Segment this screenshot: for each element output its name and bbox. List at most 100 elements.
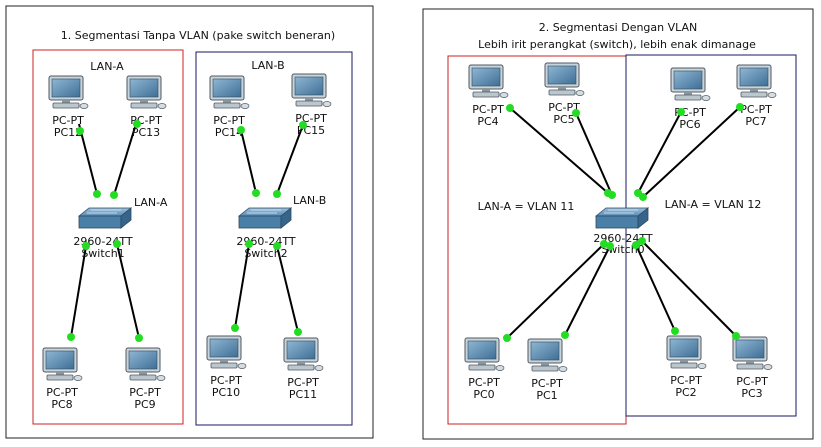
port-pc2 [671, 327, 679, 335]
pc-name-label: PC1 [536, 389, 557, 402]
panel-right-subtitle: Lebih irit perangkat (switch), lebih ena… [478, 38, 756, 51]
port-pc3 [732, 332, 740, 340]
zone-vlan12 [625, 54, 797, 417]
zone-label-lana-left: LAN-A [90, 60, 124, 73]
pc-name-label: PC12 [54, 126, 82, 139]
pc-type-label: PC-PT [736, 375, 768, 388]
pc-name-label: PC4 [477, 115, 498, 128]
pc-name-label: PC2 [675, 386, 696, 399]
pc-type-label: PC-PT [468, 376, 500, 389]
link-pc1-sw0 [564, 245, 611, 336]
link-pc5-sw0 [575, 112, 613, 196]
zone-label-vlan11: LAN-A = VLAN 11 [478, 200, 575, 213]
pc-name-label: PC14 [215, 126, 243, 139]
port-sw0-pc1 [606, 242, 614, 250]
pc-name-label: PC9 [134, 398, 155, 411]
link-pc13-sw1 [113, 123, 137, 196]
port-pc15 [299, 121, 307, 129]
panel-left-title: 1. Segmentasi Tanpa VLAN (pake switch be… [61, 29, 335, 42]
pc-name-label: PC6 [679, 118, 700, 131]
zone-lanb-left [195, 51, 353, 426]
pc-name-label: PC0 [473, 388, 494, 401]
port-pc13 [133, 120, 141, 128]
link-pc11-sw2 [276, 245, 299, 333]
pc-type-label: PC-PT [531, 377, 563, 390]
pc-type-label: PC-PT [129, 386, 161, 399]
link-pc12-sw1 [78, 123, 98, 195]
zone-lana-left [32, 49, 184, 425]
port-sw2-pc14 [252, 189, 260, 197]
panel-right-frame [422, 8, 814, 440]
switch-sw1-lan-label: LAN-A [134, 196, 168, 209]
zone-label-lanb-left: LAN-B [251, 59, 284, 72]
link-pc4-sw0 [509, 107, 609, 194]
pcs-layer: PC-PTPC12PC-PTPC13PC-PTPC8PC-PTPC9PC-PTP… [42, 62, 777, 411]
port-pc7 [736, 103, 744, 111]
link-pc15-sw2 [276, 124, 304, 195]
switch-sw2-name: Switch2 [244, 247, 287, 260]
link-pc2-sw0 [635, 244, 676, 332]
link-pc14-sw2 [240, 129, 257, 194]
port-pc5 [572, 109, 580, 117]
pc-name-label: PC7 [745, 115, 766, 128]
link-pc9-sw1 [116, 243, 140, 339]
pc-name-label: PC5 [553, 113, 574, 126]
port-sw1-pc8 [82, 242, 90, 250]
pc-name-label: PC8 [51, 398, 72, 411]
port-pc11 [294, 328, 302, 336]
port-pc14 [237, 126, 245, 134]
port-sw1-pc13 [110, 191, 118, 199]
port-sw2-pc10 [245, 240, 253, 248]
port-sw0-pc3 [638, 237, 646, 245]
zone-label-vlan12: LAN-A = VLAN 12 [665, 198, 762, 211]
port-pc9 [135, 334, 143, 342]
switch-sw2[interactable] [238, 207, 292, 229]
switch-sw1-name: Switch1 [81, 247, 124, 260]
port-pc6 [677, 108, 685, 116]
port-pc1 [561, 331, 569, 339]
pc-type-label: PC-PT [472, 103, 504, 116]
port-pc10 [231, 324, 239, 332]
panel-right-title: 2. Segmentasi Dengan VLAN [539, 21, 698, 34]
pc-name-label: PC13 [132, 126, 160, 139]
switch-sw0[interactable] [595, 207, 649, 229]
port-sw1-pc9 [113, 240, 121, 248]
port-sw1-pc12 [93, 190, 101, 198]
switch-sw2-lan-label: LAN-B [293, 194, 326, 207]
pc-name-label: PC3 [741, 387, 762, 400]
pc-type-label: PC-PT [213, 114, 245, 127]
pc-name-label: PC11 [289, 388, 317, 401]
link-pc0-sw0 [506, 243, 605, 339]
switch-sw1[interactable] [78, 207, 132, 229]
pc-type-label: PC-PT [210, 374, 242, 387]
pc-type-label: PC-PT [46, 386, 78, 399]
port-pc12 [76, 127, 84, 135]
pc-name-label: PC10 [212, 386, 240, 399]
port-pc4 [506, 104, 514, 112]
port-pc8 [67, 333, 75, 341]
port-sw2-pc15 [273, 190, 281, 198]
links-layer [70, 106, 741, 339]
pc-type-label: PC-PT [670, 374, 702, 387]
port-sw0-pc5 [608, 191, 616, 199]
port-sw0-pc2 [632, 241, 640, 249]
link-pc3-sw0 [641, 240, 737, 337]
link-pc10-sw2 [234, 243, 250, 329]
pc-type-label: PC-PT [287, 376, 319, 389]
